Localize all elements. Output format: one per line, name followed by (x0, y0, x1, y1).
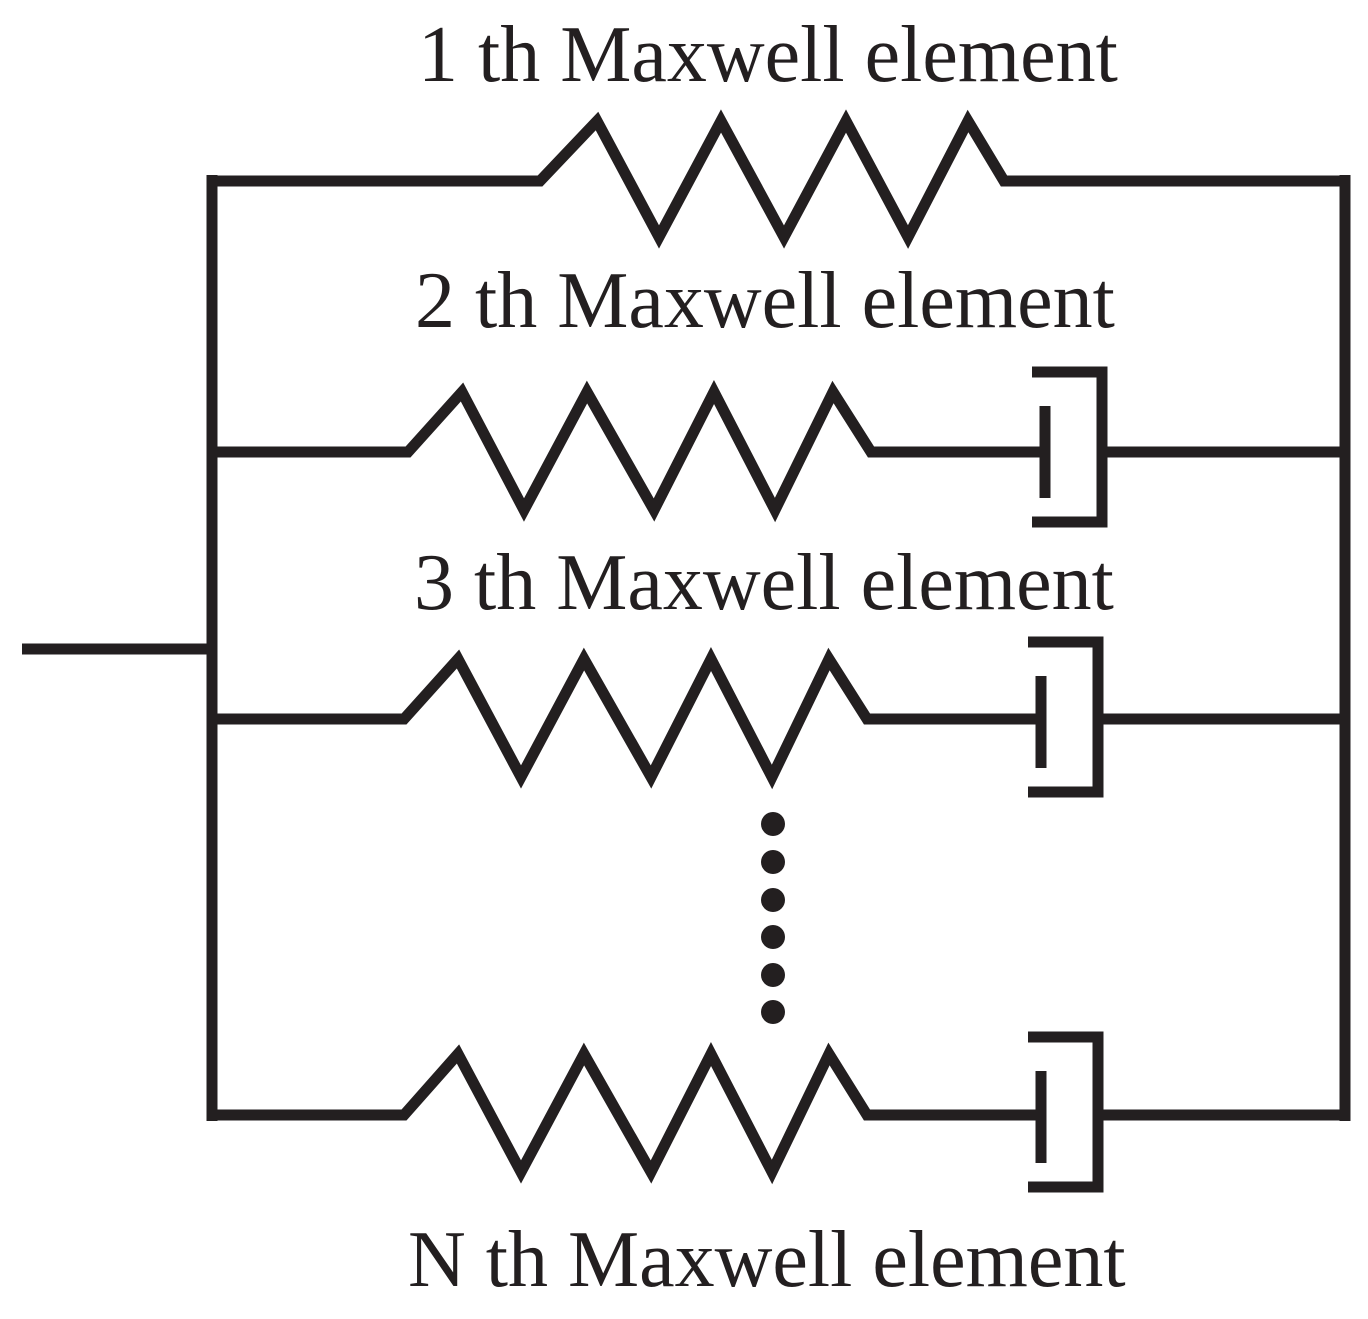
ellipsis-dots-icon (761, 812, 785, 1024)
spring-icon (212, 1041, 1041, 1185)
element-2-branch (212, 366, 1345, 528)
element-n-branch (212, 1031, 1345, 1193)
spring-icon (212, 109, 1345, 249)
dashpot-icon (1028, 636, 1345, 798)
element-1-label: 1 th Maxwell element (418, 11, 1118, 99)
element-1-branch (212, 109, 1345, 249)
spring-icon (212, 646, 1041, 790)
dashpot-icon (1032, 366, 1345, 528)
element-2-label: 2 th Maxwell element (415, 257, 1115, 345)
element-3-label: 3 th Maxwell element (414, 539, 1114, 627)
element-3-branch (212, 636, 1345, 798)
spring-icon (212, 379, 1045, 523)
dashpot-icon (1028, 1031, 1345, 1193)
element-n-label: N th Maxwell element (408, 1216, 1126, 1304)
